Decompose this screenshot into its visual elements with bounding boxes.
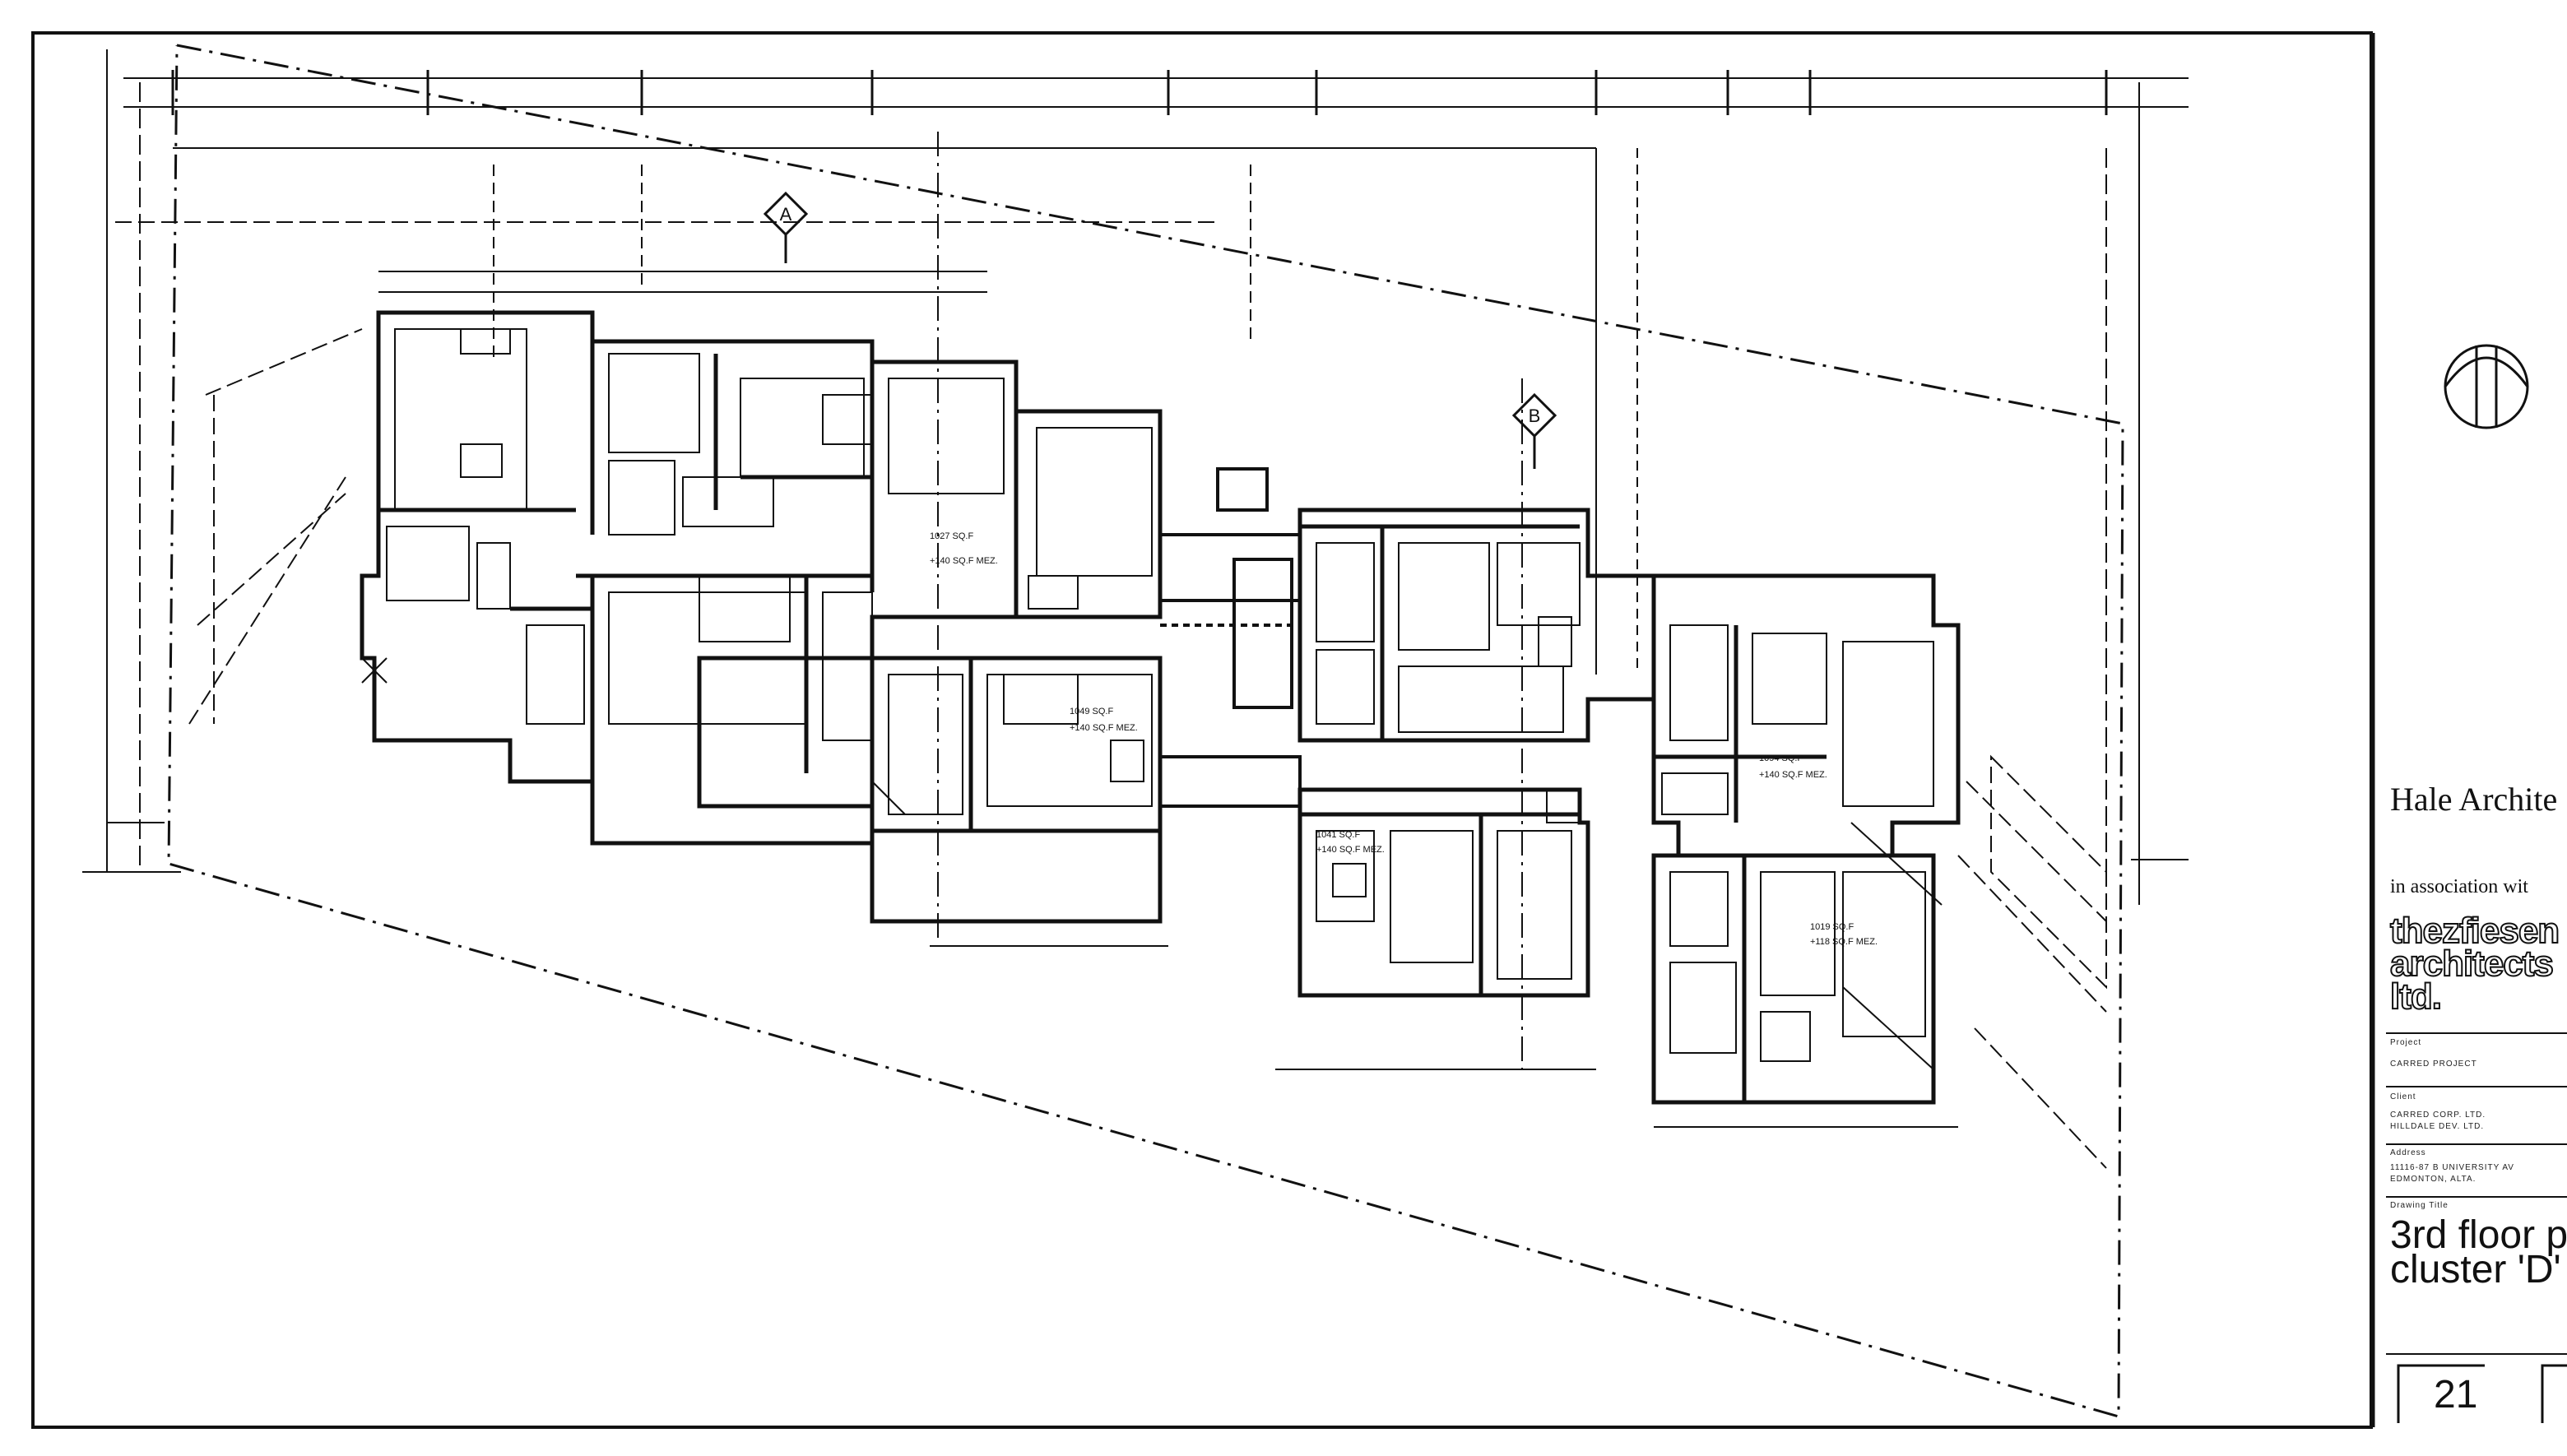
- unit-area-4: 1094 SQ.F: [1759, 754, 1803, 763]
- building-middle: [1297, 508, 1656, 998]
- unit-area-1: 1027 SQ.F: [930, 531, 973, 541]
- associate-firm-line-3: ltd.: [2389, 976, 2443, 1017]
- drawing-title-label: Drawing Title: [2390, 1201, 2449, 1210]
- building-middle-interior: [1316, 542, 1581, 980]
- section-mark-b-label: B: [1529, 406, 1541, 426]
- title-block-box: [2397, 1364, 2567, 1423]
- address-line-1: 11116-87 B UNIVERSITY AV: [2390, 1163, 2514, 1172]
- building-east: [1651, 573, 1961, 1105]
- property-line: [167, 44, 2124, 1418]
- address-label: Address: [2390, 1148, 2426, 1157]
- associate-firm-line-2: architects: [2389, 944, 2555, 984]
- client-label: Client: [2390, 1092, 2416, 1101]
- dimension-lines: [82, 49, 2189, 1128]
- rule-3: [2386, 1143, 2567, 1145]
- eave-lines: [188, 328, 2107, 1169]
- unit-mez-3: +140 SQ.F MEZ.: [1316, 845, 1385, 855]
- section-marker-b: [1511, 392, 1557, 469]
- project-name: CARRED PROJECT: [2390, 1060, 2477, 1069]
- address-line-2: EDMONTON, ALTA.: [2390, 1175, 2476, 1184]
- client-line-2: HILLDALE DEV. LTD.: [2390, 1122, 2485, 1131]
- association-text: in association wit: [2390, 876, 2528, 897]
- drawing-title-line-2: cluster 'D': [2390, 1248, 2561, 1291]
- firm-name: Hale Archite: [2390, 781, 2558, 818]
- building-west-interior: [361, 328, 1153, 815]
- north-arrow: [2444, 344, 2529, 429]
- rule-1: [2386, 1032, 2567, 1034]
- unit-area-5: 1019 SQ.F: [1810, 922, 1854, 932]
- unit-area-3: 1041 SQ.F: [1316, 830, 1360, 840]
- dimension-ticks: [171, 70, 2108, 115]
- section-mark-a-label: A: [780, 204, 792, 225]
- connector: [1158, 467, 1302, 808]
- unit-mez-1: +140 SQ.F MEZ.: [930, 556, 998, 566]
- sheet-border: [31, 31, 2373, 1429]
- rule-5: [2386, 1353, 2567, 1355]
- associate-firm-line-1: thezfiesen: [2389, 911, 2560, 951]
- section-marker-a: [763, 191, 809, 263]
- building-east-interior: [1661, 624, 1943, 1070]
- unit-mez-5: +118 SQ.F MEZ.: [1810, 937, 1878, 947]
- rule-2: [2386, 1086, 2567, 1087]
- sheet-number: 21: [2434, 1373, 2478, 1417]
- rule-4: [2386, 1196, 2567, 1198]
- drawing-title-line-1: 3rd floor p: [2390, 1213, 2567, 1257]
- building-west: [360, 310, 1163, 924]
- unit-area-2: 1049 SQ.F: [1070, 707, 1113, 716]
- client-line-1: CARRED CORP. LTD.: [2390, 1111, 2486, 1120]
- unit-mez-2: +140 SQ.F MEZ.: [1070, 723, 1138, 733]
- unit-mez-4: +140 SQ.F MEZ.: [1759, 770, 1827, 780]
- project-label: Project: [2390, 1038, 2422, 1047]
